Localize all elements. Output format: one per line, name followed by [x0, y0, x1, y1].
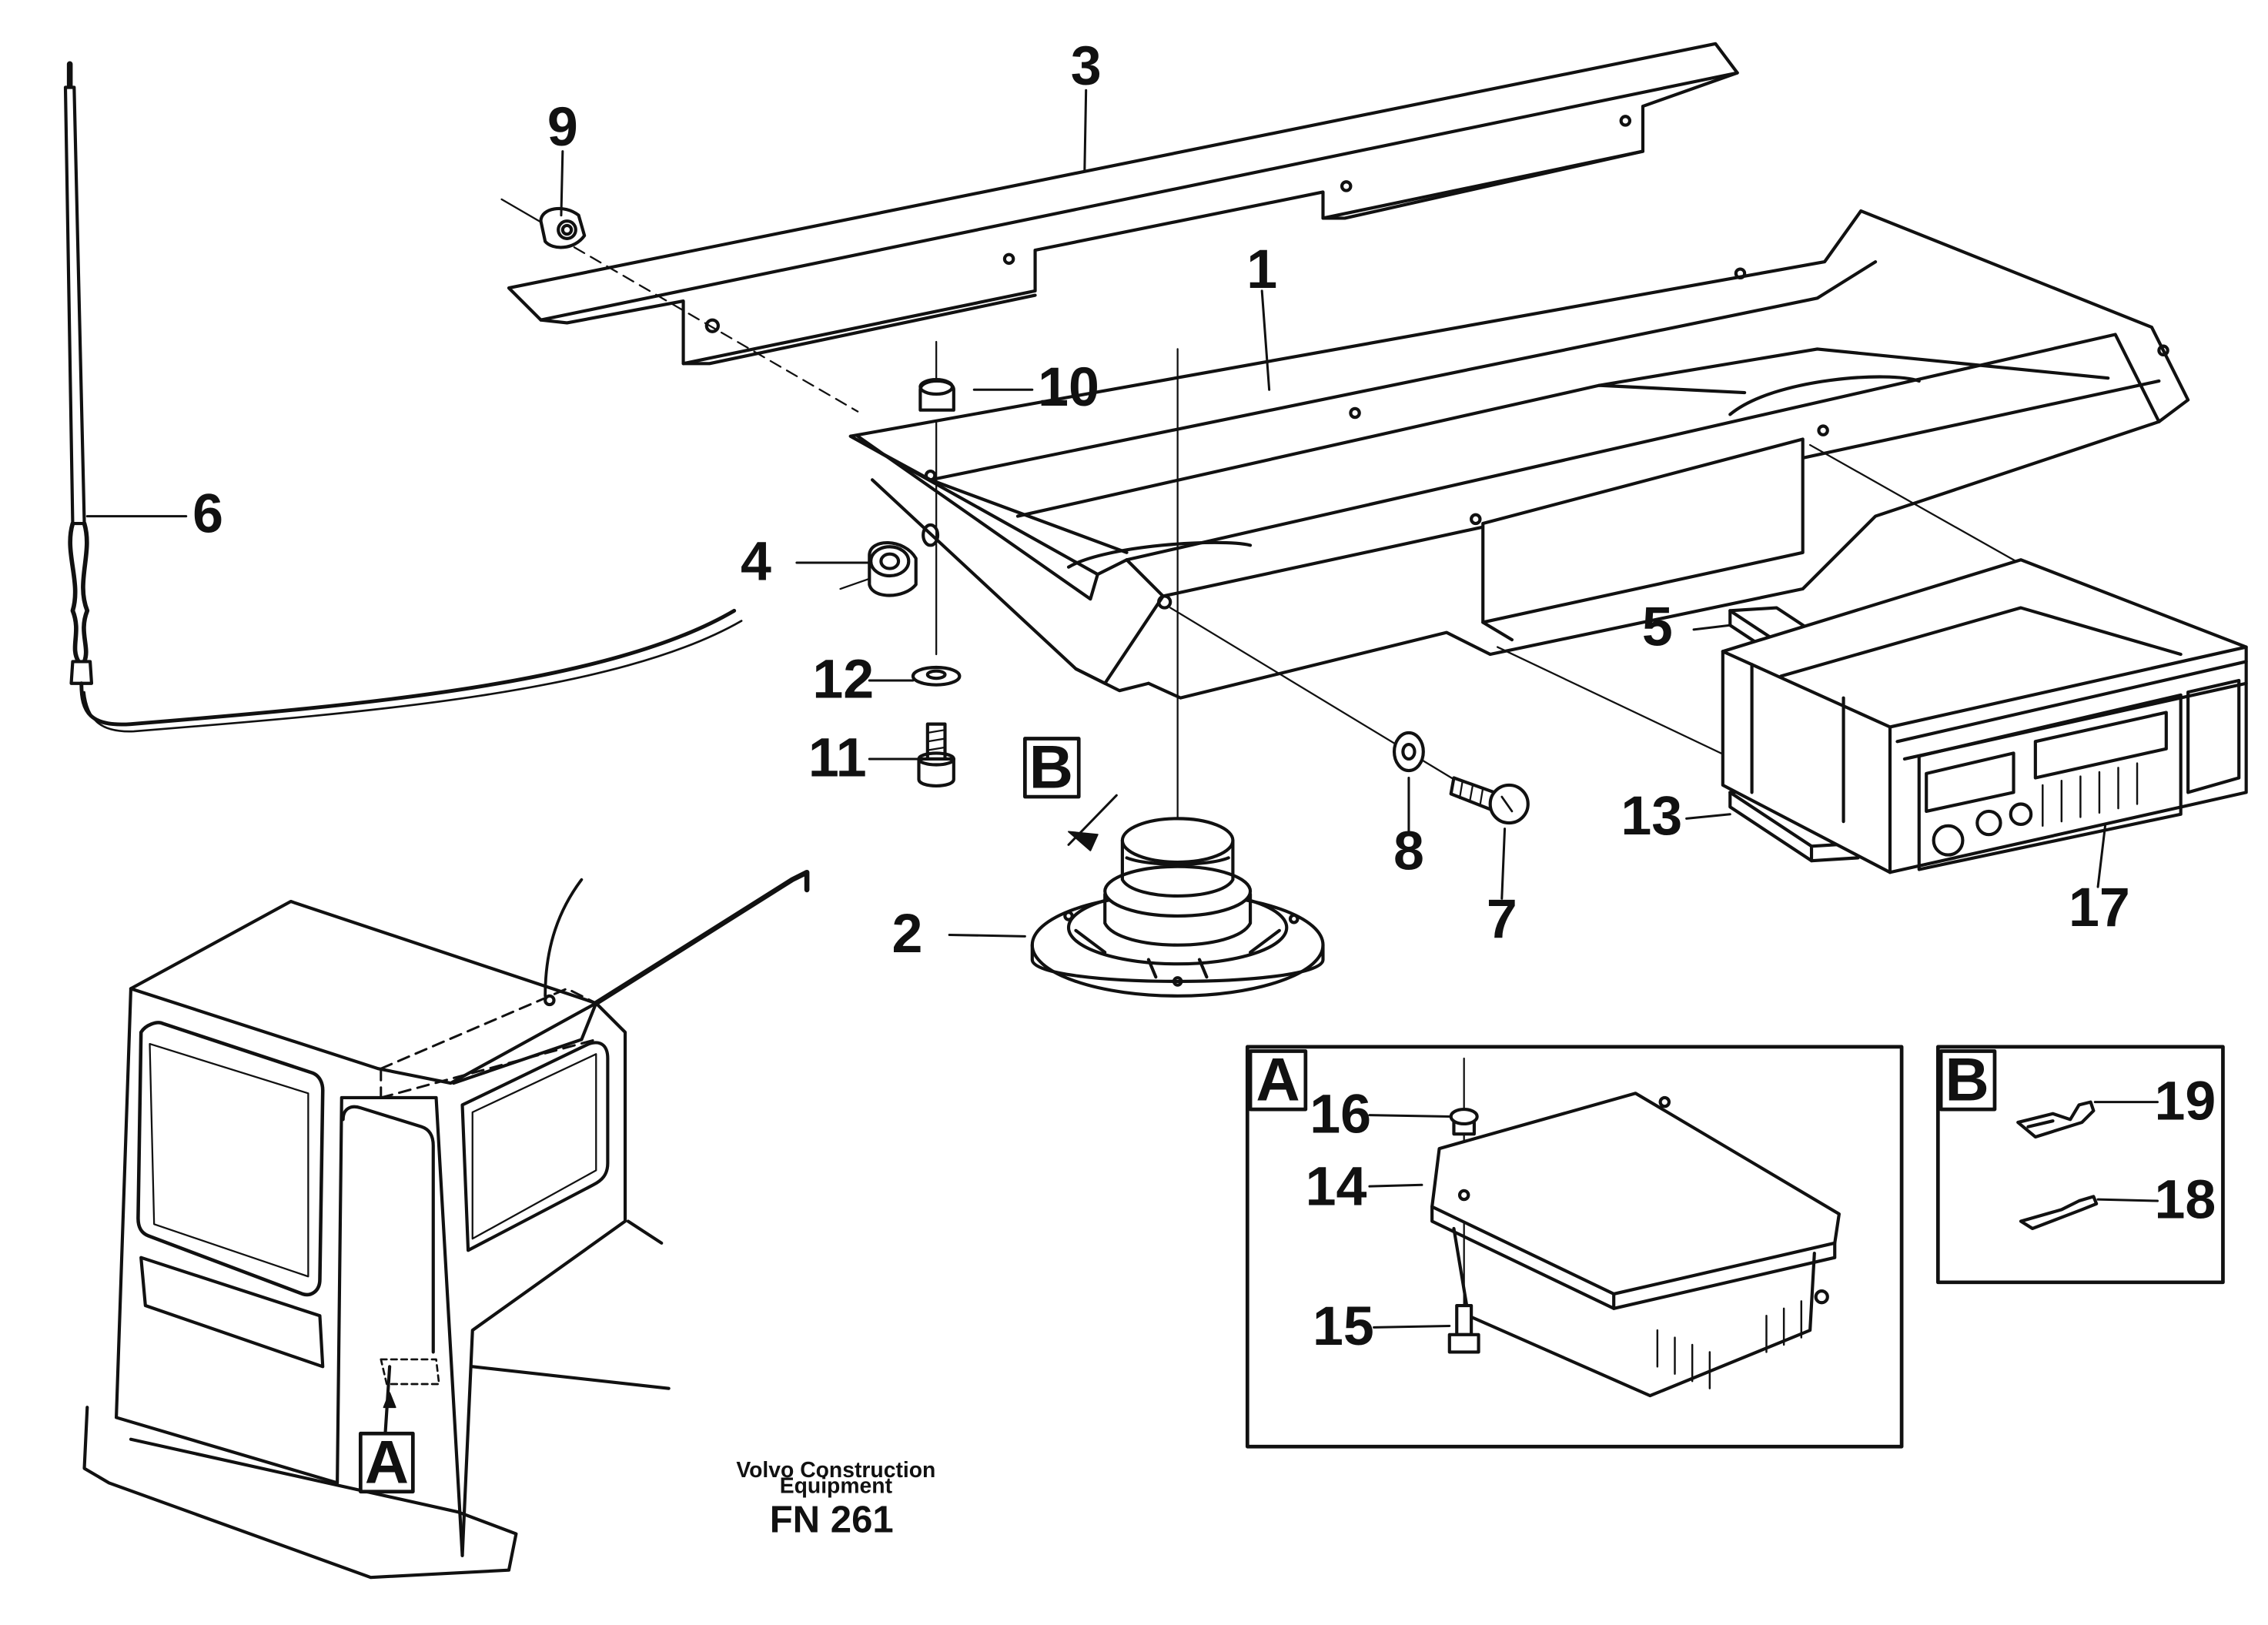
- trim-strip: [507, 42, 1739, 366]
- detail-a-box: [1245, 1045, 1904, 1449]
- svg-text:A: A: [365, 1427, 409, 1496]
- callout-7: 7: [1487, 888, 1517, 950]
- screw-11: [917, 722, 955, 787]
- callout-18: 18: [2154, 1169, 2216, 1231]
- callout-16: 16: [1310, 1083, 1371, 1145]
- tag-detail-a: A: [1248, 1045, 1308, 1114]
- detail-b-box: [1935, 1045, 2225, 1285]
- callout-9: 9: [547, 96, 578, 158]
- cab: [82, 869, 810, 1580]
- callout-14: 14: [1306, 1156, 1367, 1218]
- washer-8: [1392, 731, 1425, 773]
- svg-text:B: B: [1029, 733, 1073, 801]
- nut-10: [918, 377, 955, 412]
- callout-15: 15: [1313, 1296, 1374, 1357]
- callout-5: 5: [1642, 597, 1673, 658]
- callout-8: 8: [1393, 820, 1424, 881]
- screw-7: [1449, 776, 1530, 825]
- antenna: [63, 61, 743, 733]
- callout-11: 11: [808, 727, 867, 789]
- speaker: [1030, 817, 1325, 998]
- washer-12: [911, 665, 962, 687]
- callout-3: 3: [1071, 35, 1102, 97]
- svg-text:A: A: [1256, 1045, 1300, 1114]
- tag-b-on-speaker: B: [1023, 733, 1081, 801]
- callout-19: 19: [2154, 1070, 2216, 1132]
- radio: [1721, 558, 2248, 874]
- callout-17: 17: [2069, 877, 2130, 938]
- panel-housing: [848, 209, 2190, 700]
- tag-a-on-cab: A: [358, 1427, 415, 1496]
- figure-footer: Volvo Construction Equipment FN 261: [736, 1458, 935, 1541]
- tag-detail-b: B: [1939, 1045, 1997, 1114]
- callout-12: 12: [812, 649, 874, 711]
- brand-line-2: Equipment: [780, 1474, 893, 1499]
- callout-10: 10: [1038, 356, 1099, 418]
- callout-labels: 3 9 1 10 6 4 12 11 2 8 7 5 13 17 16 14 1…: [192, 35, 2216, 1357]
- svg-text:B: B: [1945, 1045, 1989, 1114]
- callout-6: 6: [192, 483, 223, 544]
- callout-13: 13: [1621, 785, 1682, 847]
- leader-lines: [85, 89, 2159, 1436]
- callout-4: 4: [741, 531, 771, 593]
- brand-line-1: Volvo Construction: [736, 1458, 935, 1483]
- nut-9: [539, 206, 587, 249]
- grommet-4: [868, 540, 918, 597]
- callout-1: 1: [1246, 239, 1277, 300]
- callout-2: 2: [891, 903, 922, 965]
- figure-code: FN 261: [770, 1500, 894, 1541]
